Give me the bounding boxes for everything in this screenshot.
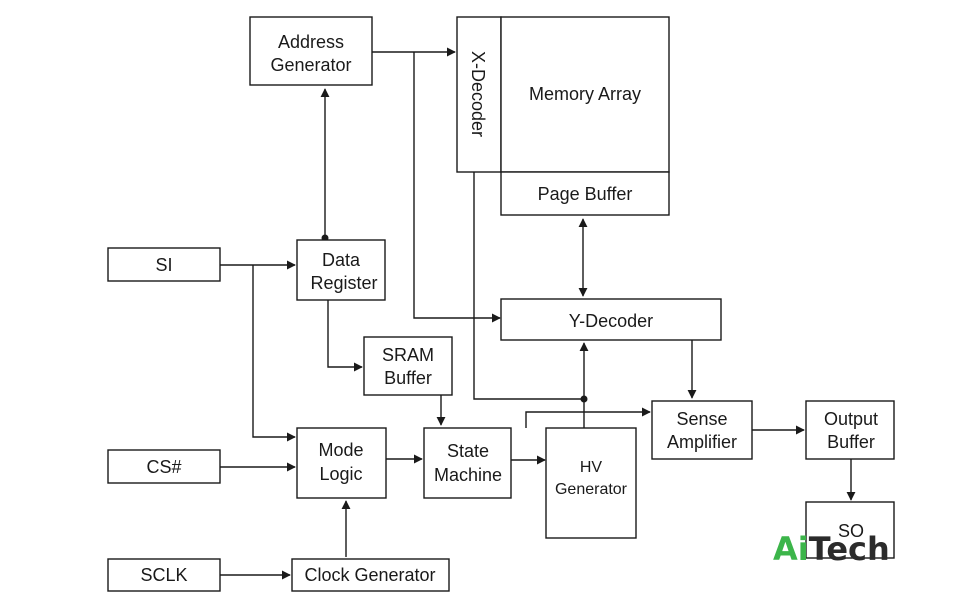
x-decoder-label: X-Decoder	[468, 51, 488, 137]
address-generator-label-1: Address	[278, 32, 344, 52]
state-machine-label-2: Machine	[434, 465, 502, 485]
x-decoder-block: X-Decoder	[456, 16, 502, 173]
wire-statemachine-to-sense	[525, 407, 651, 428]
watermark-part-2: Tech	[809, 530, 890, 568]
sclk-block: SCLK	[107, 558, 221, 592]
y-decoder-label: Y-Decoder	[569, 311, 653, 331]
sram-buffer-label-1: SRAM	[382, 345, 434, 365]
wire-si-to-modelogic	[252, 265, 296, 442]
so-label: SO	[838, 521, 864, 541]
y-decoder-block: Y-Decoder	[500, 298, 722, 341]
sram-buffer-label-2: Buffer	[384, 368, 432, 388]
output-buffer-label-2: Buffer	[827, 432, 875, 452]
so-block: SO	[805, 501, 895, 559]
si-label: SI	[155, 255, 172, 275]
memory-array-block: Memory Array	[500, 16, 670, 173]
wire-datareg-to-sram	[327, 300, 363, 372]
wires	[220, 47, 856, 580]
state-machine-block: State Machine	[423, 427, 512, 499]
data-register-block: Data Register	[296, 239, 386, 301]
output-buffer-label-1: Output	[824, 409, 878, 429]
data-register-label-1: Data	[322, 250, 361, 270]
clock-generator-block: Clock Generator	[291, 558, 450, 592]
cs-label: CS#	[146, 457, 181, 477]
sense-amplifier-label-2: Amplifier	[667, 432, 737, 452]
wire-xdecoder-down	[473, 172, 584, 400]
state-machine-label-1: State	[447, 441, 489, 461]
sense-amplifier-label-1: Sense	[676, 409, 727, 429]
memory-array-label: Memory Array	[529, 84, 641, 104]
sense-amplifier-block: Sense Amplifier	[651, 400, 753, 460]
watermark-part-1: Ai	[773, 530, 809, 568]
data-register-label-2: Register	[310, 273, 377, 293]
si-block: SI	[107, 247, 221, 282]
output-buffer-block: Output Buffer	[805, 400, 895, 460]
hv-generator-block: HV Generator	[545, 427, 637, 539]
mode-logic-label-2: Logic	[319, 464, 362, 484]
cs-block: CS#	[107, 449, 221, 484]
address-generator-label-2: Generator	[270, 55, 351, 75]
page-buffer-label: Page Buffer	[538, 184, 633, 204]
hv-generator-label-1: HV	[580, 459, 603, 476]
clock-generator-label: Clock Generator	[304, 565, 435, 585]
watermark-logo: AiTech	[773, 530, 890, 568]
wire-addr-to-ydecoder	[413, 52, 501, 323]
hv-generator-label-2: Generator	[555, 481, 628, 498]
address-generator-block: Address Generator	[249, 16, 373, 86]
page-buffer-block: Page Buffer	[500, 171, 670, 216]
sclk-label: SCLK	[140, 565, 187, 585]
sram-buffer-block: SRAM Buffer	[363, 336, 453, 396]
mode-logic-block: Mode Logic	[296, 427, 387, 499]
mode-logic-label-1: Mode	[318, 440, 363, 460]
